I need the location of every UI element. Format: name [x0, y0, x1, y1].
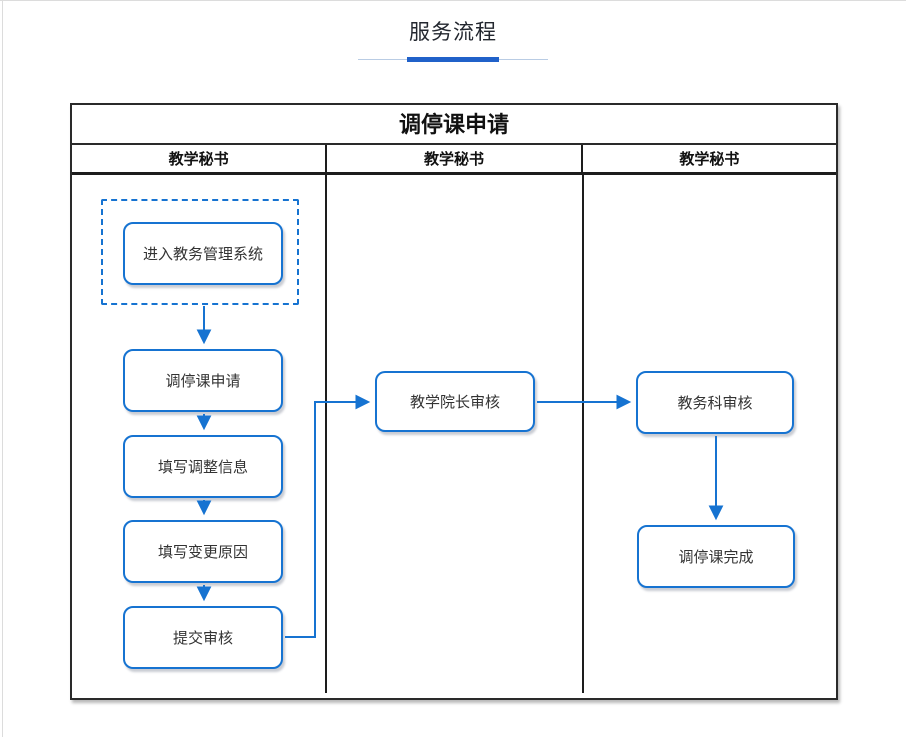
node-fill-adjust-info: 填写调整信息	[123, 435, 283, 498]
node-enter-system: 进入教务管理系统	[123, 222, 283, 285]
page-title: 服务流程	[409, 21, 497, 44]
lane-divider-2	[582, 175, 584, 693]
node-complete: 调停课完成	[637, 525, 795, 588]
lane-header-2: 教学秘书	[327, 145, 583, 172]
node-academic-office-review: 教务科审核	[636, 371, 794, 434]
node-submit-review: 提交审核	[123, 606, 283, 669]
page-top-border	[0, 0, 906, 1]
diagram-title: 调停课申请	[72, 105, 836, 145]
underline-accent-bar	[407, 56, 499, 62]
underline-thin-left	[358, 58, 407, 60]
start-group-dashed-box	[101, 199, 299, 305]
lane-header-1: 教学秘书	[72, 145, 328, 172]
title-underline	[358, 56, 548, 62]
underline-thin-right	[499, 58, 548, 60]
node-dean-review: 教学院长审核	[375, 371, 535, 432]
arrow-submit-to-dean	[285, 394, 371, 638]
page-left-border	[2, 0, 3, 737]
node-apply: 调停课申请	[123, 349, 283, 412]
lane-header-row: 教学秘书 教学秘书 教学秘书	[72, 145, 836, 175]
lane-header-3: 教学秘书	[679, 151, 740, 168]
node-fill-change-reason: 填写变更原因	[123, 520, 283, 583]
